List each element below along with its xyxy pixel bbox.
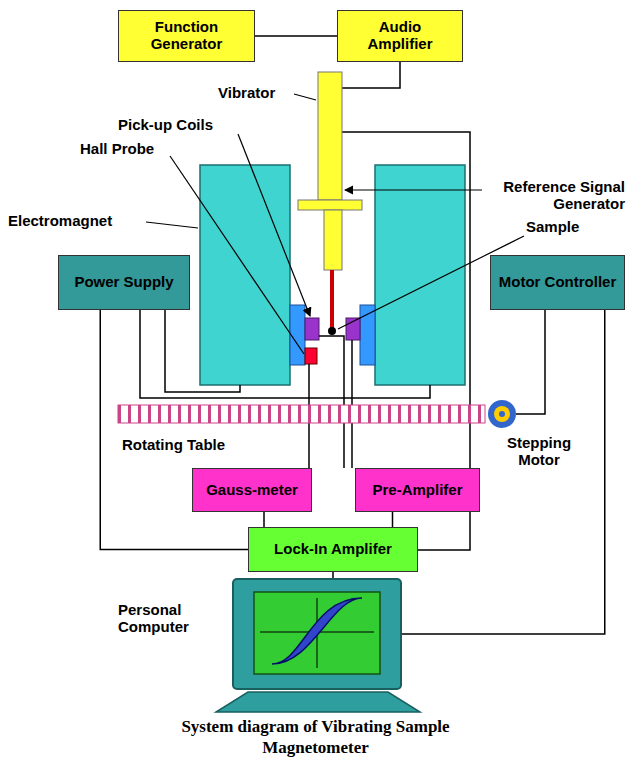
signal-wire bbox=[333, 572, 334, 578]
vibrator-shaft bbox=[324, 210, 342, 270]
computer-monitor: Personal Computer bbox=[232, 578, 402, 690]
part-label: Sample bbox=[526, 218, 606, 235]
signal-wire bbox=[255, 36, 337, 37]
node-text: Pre-Amplifer bbox=[372, 482, 462, 499]
stepping-motor-shaft bbox=[499, 411, 505, 417]
leader-line bbox=[238, 134, 310, 316]
node-text: Gauss-meter bbox=[206, 482, 298, 499]
hall-probe bbox=[305, 348, 317, 364]
node-text: Motor Controller bbox=[499, 274, 617, 291]
computer-base bbox=[216, 692, 420, 712]
node-text: Audio Amplifier bbox=[345, 19, 455, 53]
leader-line bbox=[345, 189, 482, 190]
node-text: Function Generator bbox=[126, 19, 247, 53]
pickup-coil bbox=[305, 318, 319, 340]
part-label: Stepping Motor bbox=[494, 434, 584, 469]
leader-line bbox=[170, 156, 304, 354]
part-label: Rotating Table bbox=[122, 436, 262, 453]
coil-wire bbox=[351, 340, 353, 468]
motor-wire bbox=[516, 310, 545, 414]
leader-line bbox=[146, 222, 198, 228]
signal-wire bbox=[264, 512, 265, 527]
part-label: Pick-up Coils bbox=[118, 116, 248, 133]
drive-wire bbox=[342, 62, 400, 88]
vibrator-body bbox=[318, 72, 342, 200]
electromagnet-yoke bbox=[375, 165, 465, 385]
sample bbox=[328, 327, 336, 335]
stepping-motor bbox=[488, 400, 516, 428]
lock-in-box: Lock-In Amplifer bbox=[248, 527, 418, 572]
magnet-power-wire bbox=[165, 310, 240, 392]
electromagnet-yoke bbox=[200, 165, 290, 385]
coil-wire bbox=[319, 336, 344, 468]
preamplifier-box: Pre-Amplifer bbox=[355, 468, 480, 512]
part-label: Electromagnet bbox=[8, 212, 148, 229]
leader-line bbox=[294, 94, 316, 100]
stepping-motor-hub bbox=[494, 406, 510, 422]
caption-block: System diagram of Vibrating Sample Magne… bbox=[0, 716, 631, 759]
node-text: Lock-In Amplifer bbox=[274, 541, 392, 558]
sample-rod bbox=[330, 270, 334, 330]
power-supply-box: Power Supply bbox=[58, 255, 190, 310]
gaussmeter-box: Gauss-meter bbox=[192, 468, 312, 512]
part-label: Hall Probe bbox=[80, 140, 180, 157]
audio-amplifier-box: Audio Amplifier bbox=[337, 10, 463, 62]
pole-piece bbox=[290, 305, 305, 365]
signal-wire bbox=[392, 512, 393, 527]
function-generator-box: Function Generator bbox=[118, 10, 255, 62]
node-text: Power Supply bbox=[74, 274, 173, 291]
rotating-table bbox=[118, 405, 485, 423]
node-heading: Personal Computer bbox=[118, 602, 218, 636]
motor-controller-box: Motor Controller bbox=[490, 255, 625, 310]
part-label: Reference Signal Generator bbox=[484, 178, 625, 213]
magnet-power-wire bbox=[140, 310, 430, 398]
signal-wire bbox=[100, 310, 248, 550]
figure-caption: System diagram of Vibrating Sample Magne… bbox=[171, 716, 461, 759]
monitor-drawing bbox=[232, 578, 402, 690]
vibrator-flange bbox=[298, 200, 362, 210]
part-label: Vibrator bbox=[218, 84, 294, 101]
